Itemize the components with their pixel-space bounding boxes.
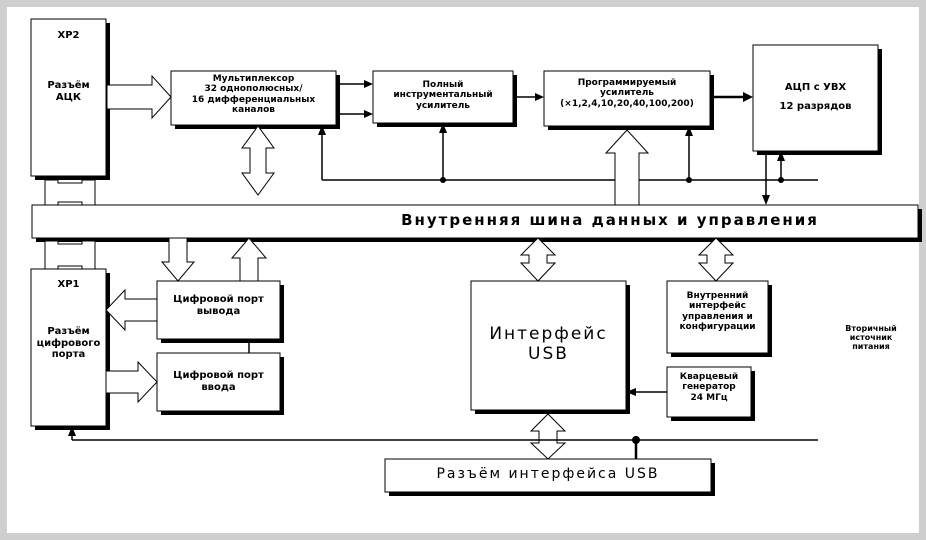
xp1-to-din-arrow <box>105 360 158 404</box>
internal-bus <box>31 204 922 242</box>
xp1-bus-double-arrow <box>44 240 96 270</box>
psu-label: Вторичный источник питания <box>845 324 897 352</box>
xp2-title: XP2 <box>57 30 80 41</box>
mux-bus-double-arrow <box>241 125 275 196</box>
adc-block <box>752 44 882 155</box>
xp2-connector-block <box>30 18 110 180</box>
adc-label: АЦП с УВХ 12 разрядов <box>779 82 852 112</box>
dout-to-xp1-arrow <box>105 288 158 332</box>
osc-to-usb-line <box>626 388 667 396</box>
xp1-connector-block <box>30 268 110 430</box>
din-to-bus-arrow <box>230 237 268 282</box>
inamp-to-pga-line <box>513 93 544 101</box>
power-line <box>68 426 818 459</box>
xp2-to-mux-arrow <box>106 74 172 120</box>
pga-block <box>543 70 714 130</box>
din-label: Цифровой порт ввода <box>173 370 264 393</box>
xp1-title: XP1 <box>57 279 80 290</box>
pga-label: Программируемый усилитель (×1,2,4,10,20,… <box>560 78 694 109</box>
multiplexer-block <box>170 70 340 129</box>
usb-label: Интерфейс USB <box>489 324 608 364</box>
xp2-bus-double-arrow <box>44 179 96 206</box>
xp2-label: Разъём АЦК <box>47 80 90 103</box>
mux-to-inamp-lines <box>336 80 373 118</box>
usb-interface-block <box>470 280 630 414</box>
config-interface-block <box>666 280 772 357</box>
osc-label: Кварцевый генератор 24 МГц <box>679 372 739 403</box>
bus-to-dout-arrow <box>160 237 196 282</box>
mux-label: Мультиплексор 32 однополюсных/ 16 диффер… <box>191 74 316 116</box>
instrumentation-amp-block <box>372 70 517 127</box>
bus-to-pga-arrow <box>604 129 650 206</box>
usb-connector-double-arrow <box>529 413 567 460</box>
pga-to-adc-line <box>710 92 753 102</box>
usb-connector-label: Разъём интерфейса USB <box>436 466 660 482</box>
cfg-label: Внутренний интерфейс управления и конфиг… <box>679 291 756 333</box>
usb-bus-double-arrow <box>519 237 557 282</box>
bus-label: Внутренняя шина данных и управления <box>401 211 819 229</box>
digital-out-block <box>156 280 284 343</box>
control-line <box>318 123 818 205</box>
dout-label: Цифровой порт вывода <box>173 294 264 317</box>
usb-connector-block <box>384 458 715 496</box>
xp1-label: Разъём цифрового порта <box>36 326 101 360</box>
cfg-bus-double-arrow <box>697 237 735 282</box>
oscillator-block <box>666 366 755 421</box>
inamp-label: Полный инструментальный усилитель <box>393 80 493 111</box>
digital-in-block <box>156 352 284 415</box>
